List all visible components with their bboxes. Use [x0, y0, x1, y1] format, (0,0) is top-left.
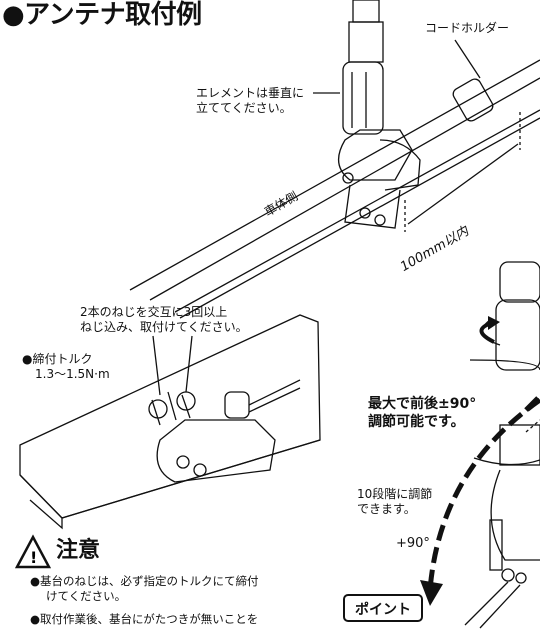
element-vertical-note-line1: エレメントは垂直に [196, 86, 305, 100]
caution-item-2-line1: ●取付作業後、基台にがたつきが無いことを [30, 612, 259, 626]
svg-text:!: ! [30, 548, 37, 567]
page-title: ●アンテナ取付例 [2, 0, 202, 30]
element-vertical-note-line2: 立ててください。 [196, 101, 292, 115]
screw-note-line2: ねじ込み、取付けてください。 [80, 320, 248, 334]
screw-note-line1: 2本のねじを交互に3回以上 [80, 305, 228, 319]
torque-value: 1.3〜1.5N·m [35, 367, 110, 381]
angle-label: +90° [396, 536, 430, 551]
adjust-note-line2: 調節可能です。 [368, 414, 465, 430]
point-badge: ポイント [343, 594, 423, 622]
caution-item-1-line2: けてください。 [46, 589, 127, 603]
cord-holder-label: コードホルダー [425, 21, 510, 35]
caution-item-1-line1: ●基台のねじは、必ず指定のトルクにて締付 [30, 574, 259, 588]
adjust-note-line1: 最大で前後±90° [368, 396, 477, 412]
steps-note-line1: 10段階に調節 [357, 487, 433, 501]
steps-note-line2: できます。 [357, 502, 416, 516]
torque-title: ●締付トルク [22, 352, 93, 366]
caution-title: 注意 [56, 538, 101, 563]
